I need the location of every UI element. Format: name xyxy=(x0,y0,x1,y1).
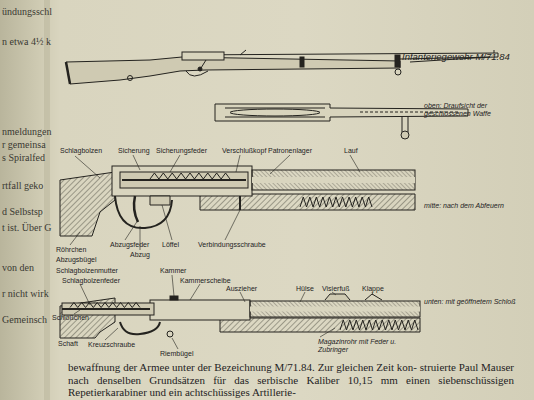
view-caption: oben: Draufsicht der geschlossenen Waffe xyxy=(424,102,528,117)
part-label: Abzugsbügel xyxy=(56,256,96,264)
part-label: Schlagbolzenmutter xyxy=(56,267,118,275)
margin-text: nmeldungen xyxy=(2,126,51,137)
margin-text: ündungsschl xyxy=(2,6,52,17)
part-label: Patronenlager xyxy=(268,147,312,155)
figure-title: Infanteriegewehr M/71.84 xyxy=(402,52,510,62)
part-label: Verschlußkopf xyxy=(222,147,266,155)
margin-text: r gemeinsa xyxy=(2,139,46,150)
body-text: bewaffnung der Armee unter der Bezeichnu… xyxy=(68,361,514,399)
part-label: Schlagbolzenfeder xyxy=(62,277,120,285)
part-label: Schlagbolzen xyxy=(60,147,102,155)
part-label: Visierfuß xyxy=(322,285,350,293)
firing-pin-spring xyxy=(150,173,230,179)
margin-text: s Spiralfed xyxy=(2,152,45,163)
top-view-rifle xyxy=(215,104,468,139)
part-label: Magazinrohr mit Feder u. Zubringer xyxy=(318,338,408,353)
firing-pin-spring xyxy=(70,303,140,308)
view-caption: unten: mit geöffnetem Schloß xyxy=(424,298,528,306)
part-label: Sicherungsfeder xyxy=(156,147,207,155)
margin-text: n etwa 4½ k xyxy=(2,36,51,47)
margin-text: r nicht wirk xyxy=(2,288,49,299)
margin-text: d Selbstsp xyxy=(2,206,43,217)
part-label: Kammerscheibe xyxy=(180,277,231,285)
part-label: Lauf xyxy=(344,147,358,155)
part-label: Kammer xyxy=(160,267,186,275)
part-label: Sicherung xyxy=(118,147,150,155)
spring-coil xyxy=(300,197,372,207)
part-label: Schaft xyxy=(58,340,78,348)
margin-text: t ist. Über G xyxy=(2,222,51,233)
part-label: Riembügel xyxy=(160,350,193,358)
spring-coil xyxy=(70,303,140,308)
margin-text: Gemeinsch xyxy=(2,314,47,325)
magazine-spring xyxy=(340,320,418,330)
leader-lines xyxy=(70,155,373,349)
part-label: Verbindungsschraube xyxy=(198,241,266,249)
part-label: Hülse xyxy=(296,285,314,293)
part-label: Röhrchen xyxy=(56,246,86,254)
part-label: Kreuzschraube xyxy=(88,341,135,349)
page-shadow xyxy=(44,0,50,400)
section-fired xyxy=(60,166,415,236)
part-label: Abzug xyxy=(130,251,150,259)
part-label: Klappe xyxy=(362,285,384,293)
spring-coil xyxy=(340,320,418,330)
view-caption: mitte: nach dem Abfeuern xyxy=(424,202,528,210)
part-label: Löffel xyxy=(162,241,179,249)
spring-coil xyxy=(150,173,230,179)
part-label: Abzugsfeder xyxy=(110,241,149,249)
part-label: Auszieher xyxy=(226,285,257,293)
spring xyxy=(300,197,372,207)
margin-text: von den xyxy=(2,262,34,273)
part-label: Schlößchen xyxy=(52,314,89,322)
margin-text: rtfall geko xyxy=(2,180,43,191)
